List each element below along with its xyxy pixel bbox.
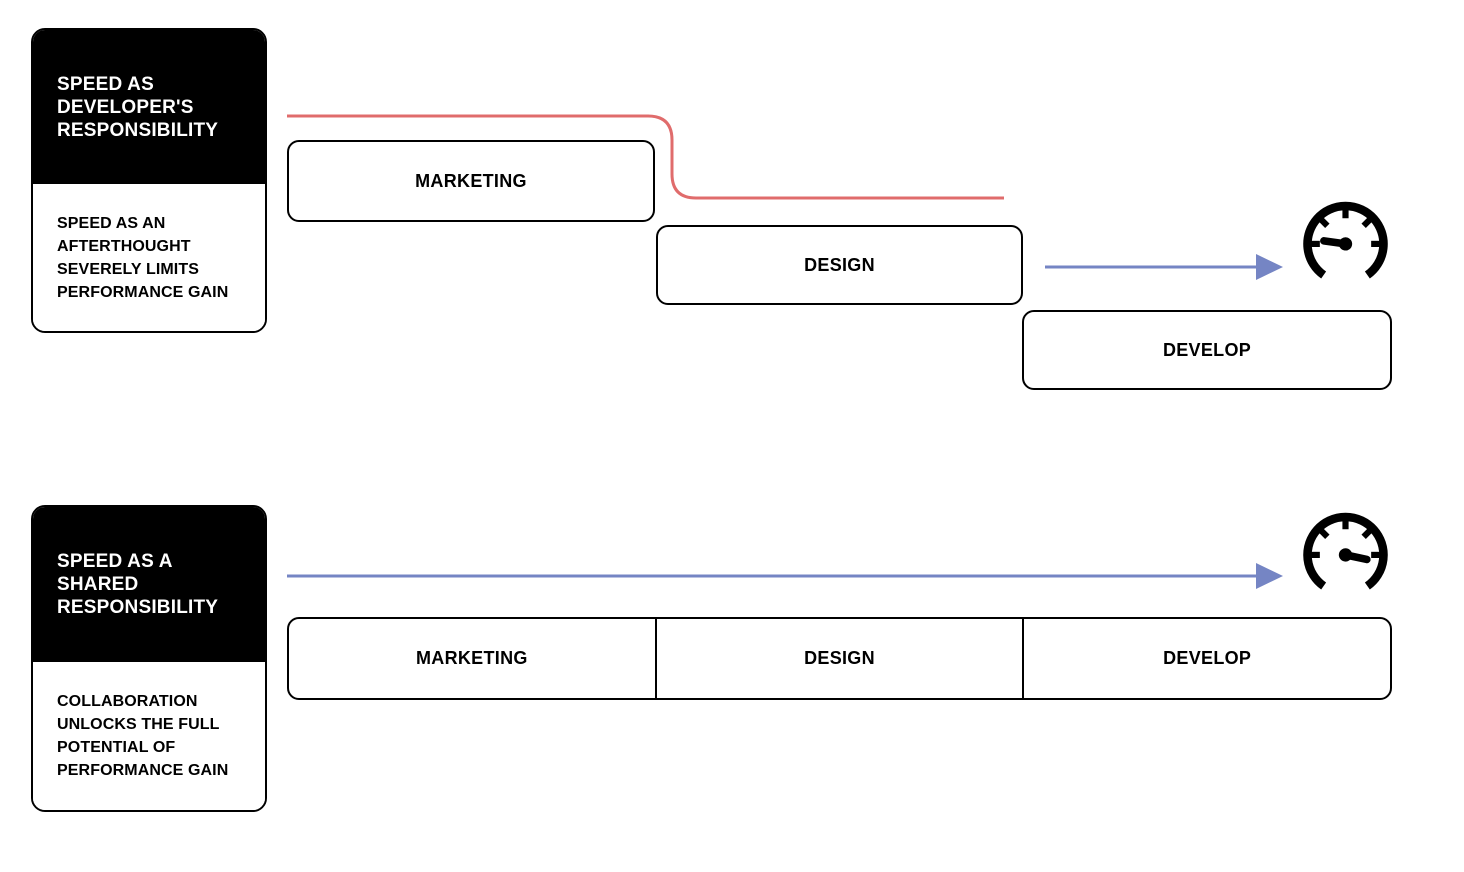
gauge-needle xyxy=(1338,548,1371,564)
stage-label: DEVELOP xyxy=(1163,648,1252,668)
shared-timeline-row: MARKETING DESIGN DEVELOP xyxy=(287,617,1392,700)
bottom-flow-subtitle: COLLABORATION UNLOCKS THE FULL POTENTIAL… xyxy=(57,693,229,779)
stage-cell-marketing-bottom: MARKETING xyxy=(289,619,655,698)
arrow-right-icon-bottom xyxy=(1256,563,1283,589)
stage-label: DEVELOP xyxy=(1162,339,1252,360)
stage-box-design-top: DESIGN xyxy=(656,225,1023,305)
bottom-flow-title: SPEED AS A SHARED RESPONSIBILITY xyxy=(57,551,219,618)
stage-label: MARKETING xyxy=(415,170,527,191)
top-flow-card-header: SPEED AS DEVELOPER'S RESPONSIBILITY xyxy=(33,30,265,184)
stage-cell-design-bottom: DESIGN xyxy=(654,619,1023,698)
stage-box-marketing-top: MARKETING xyxy=(287,140,655,222)
arrow-right-icon-top xyxy=(1256,254,1283,280)
speedometer-slow-icon xyxy=(1303,201,1388,279)
stage-label: DESIGN xyxy=(804,648,875,668)
top-flow-subtitle: SPEED AS AN AFTERTHOUGHT SEVERELY LIMITS… xyxy=(57,214,229,301)
stage-label: DESIGN xyxy=(804,254,875,275)
stage-label: MARKETING xyxy=(415,648,528,668)
bottom-flow-card: SPEED AS A SHARED RESPONSIBILITY COLLABO… xyxy=(31,505,267,812)
bottom-flow-card-body: COLLABORATION UNLOCKS THE FULL POTENTIAL… xyxy=(33,662,265,810)
top-flow-card-body: SPEED AS AN AFTERTHOUGHT SEVERELY LIMITS… xyxy=(33,184,265,331)
stage-box-develop-top: DEVELOP xyxy=(1022,310,1392,390)
speedometer-fast-icon xyxy=(1303,512,1388,590)
bottom-flow-card-header: SPEED AS A SHARED RESPONSIBILITY xyxy=(33,507,265,662)
top-flow-card: SPEED AS DEVELOPER'S RESPONSIBILITY SPEE… xyxy=(31,28,267,333)
top-flow-title: SPEED AS DEVELOPER'S RESPONSIBILITY xyxy=(57,73,219,141)
gauge-needle xyxy=(1320,237,1353,251)
stage-cell-develop-bottom: DEVELOP xyxy=(1022,619,1390,698)
